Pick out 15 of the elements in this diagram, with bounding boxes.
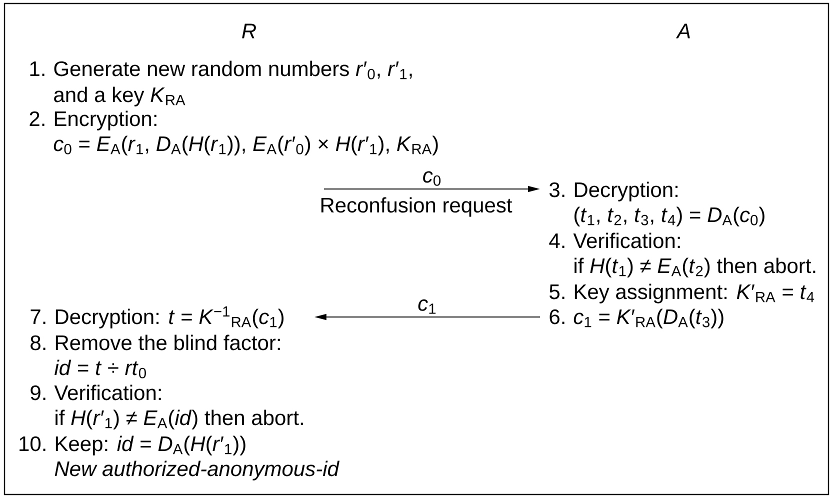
message-label: Reconfusion request [321, 197, 512, 217]
step-text: 5. Key assignment: K′$_{RA}$ = t$_{4}$ [550, 284, 814, 304]
step-text: 8. Remove the blind factor: id = t ÷ rt$_{0}$ [30, 334, 280, 378]
column-heading: R [242, 24, 256, 38]
step-text: 7. Decryption: t = K$^{−1}$$_{RA}$(c$_{1}$) [30, 306, 284, 328]
edge-label: c$_{0}$ [421, 170, 443, 187]
column-heading: A [676, 24, 690, 38]
step-text: 6. c$_{1}$ = K′$_{RA}$(D$_{A}$(t$_{3}$)) [550, 308, 724, 328]
step-text: 4. Verification: if H(t$_{1}$) ≠ E$_{A}$(t$_{2}$) then abort. [549, 232, 816, 278]
edge-label: c$_{1}$ [416, 298, 438, 315]
step-text: 9. Verification: if H(r′$_{1}$) ≠ E$_{A}$(id) then abort. [30, 384, 303, 430]
step-text: 10. Keep: id = D$_{A}$(H(r′$_{1}$)) New authorized-anonymous-id [20, 436, 340, 480]
step-text: 3. Decryption: (t$_{1}$, t$_{2}$, t$_{3}$, t$_{4}$) = D$_{A}$(c$_{0}$) [549, 182, 764, 226]
step-text: 2. Encryption: c$_{0}$ = E$_{A}$(r$_{1}$, D$_{A}$(H(r$_{1}$)), E$_{A}$(r′$_{0}$) × H(r′$_{1}$), K$_{RA}$) [30, 110, 438, 156]
step-text: 1. Generate new random numbers r′$_{0}$, r′$_{1}$, and a key K$_{RA}$ [30, 60, 412, 106]
